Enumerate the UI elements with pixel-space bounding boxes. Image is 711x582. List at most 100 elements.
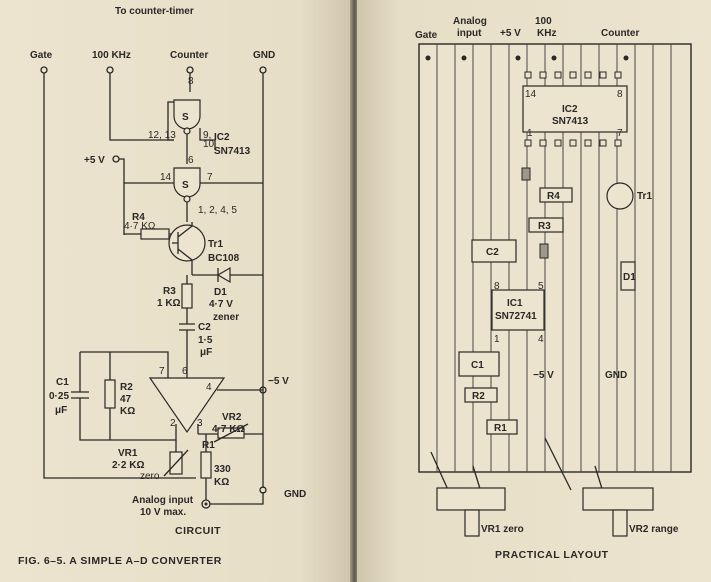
vr2-name: VR2 (222, 412, 242, 423)
opamp-pin-4: 4 (206, 382, 212, 393)
layout-ic2-name: IC2 (562, 104, 578, 115)
vr1-name: VR1 (118, 448, 138, 459)
c2-capacitor (179, 323, 195, 331)
tr1-name: Tr1 (208, 239, 223, 250)
c1-value-1: 0·25 (49, 391, 69, 402)
layout-c2-label: C2 (486, 247, 499, 258)
layout-ic2-pin-7: 7 (617, 128, 623, 139)
figure-caption: FIG. 6–5. A SIMPLE A–D CONVERTER (18, 555, 222, 567)
d1-value: 4·7 V (209, 299, 233, 310)
khz-terminal (106, 66, 114, 74)
layout-analog-label-1: Analog (453, 16, 487, 27)
ic2-nand-b-bubble (183, 195, 191, 203)
layout-tr1 (606, 182, 634, 210)
khz-wire (109, 73, 174, 141)
layout-khz-label-2: KHz (537, 28, 556, 39)
r1-value-2: KΩ (214, 477, 229, 488)
opamp-pin-2: 2 (170, 418, 176, 429)
layout-c2 (471, 239, 517, 263)
layout-d1 (620, 261, 636, 291)
layout-ic1-pin-8: 8 (494, 281, 500, 292)
ic2-pins-1-2-4-5: 1, 2, 4, 5 (198, 205, 237, 216)
layout-r3 (528, 217, 564, 233)
r1-resistor (200, 451, 212, 479)
layout-ic1-pin-5: 5 (538, 281, 544, 292)
vr1-arrow (163, 449, 189, 477)
layout-vr1-pot (436, 487, 506, 511)
pot-flying-leads (430, 437, 604, 493)
plus5-wire (119, 158, 174, 184)
header-pads (425, 55, 629, 61)
ic2-label: IC2 (214, 132, 230, 143)
gnd-bottom-terminal (259, 486, 267, 494)
layout-c1 (458, 351, 500, 377)
layout-ic2-pin-8: 8 (617, 89, 623, 100)
ic2-nand-a-bubble (183, 127, 191, 135)
left-page: To counter-timer Gate 100 KHz Counter GN… (0, 0, 352, 582)
d1-zener (216, 266, 231, 284)
plus5-label: +5 V (84, 155, 105, 166)
r2-value-1: 47 (120, 394, 132, 405)
gnd-top-label: GND (253, 50, 275, 61)
layout-r4 (539, 187, 573, 203)
layout-vr1-shaft (464, 509, 480, 537)
ic2-gate-a-symbol: S (182, 112, 189, 123)
vr1-note: zero (140, 471, 160, 482)
tr1-leads (172, 222, 193, 275)
minus5-terminal (259, 386, 267, 394)
r3-name: R3 (163, 286, 176, 297)
layout-vr2-label: VR2 range (629, 524, 679, 535)
ic2-pin-7: 7 (207, 172, 213, 183)
opamp-pin-3: 3 (197, 418, 203, 429)
ic2-pin-10: 10 (203, 139, 215, 150)
circuit-title: CIRCUIT (175, 525, 221, 537)
ic2-pin-9: 9, (203, 130, 211, 141)
layout-tr1-label: Tr1 (637, 191, 652, 202)
gate-wire (43, 73, 196, 479)
layout-r4-label: R4 (547, 191, 560, 202)
layout-analog-label-2: input (457, 28, 482, 39)
d1-lead-right (217, 268, 263, 282)
analog-input-label: Analog input (132, 495, 194, 506)
layout-link-1 (521, 167, 531, 181)
r1-value-1: 330 (214, 464, 231, 475)
ic2-pin-8: 8 (188, 76, 194, 87)
layout-r3-label: R3 (538, 221, 551, 232)
r3-resistor (181, 283, 193, 309)
d1-name: D1 (214, 287, 227, 298)
opamp-pin7-wire (80, 351, 169, 378)
opamp-pin-6: 6 (182, 366, 188, 377)
layout-ic1-pin-1: 1 (494, 334, 500, 345)
layout-gnd-label: GND (605, 370, 627, 381)
right-page: Gate Analog input +5 V 100 KHz Counter (357, 0, 711, 582)
opamp-pin-7: 7 (159, 366, 165, 377)
vr2-value: 4·7 KΩ (212, 424, 244, 435)
layout-counter-label: Counter (601, 28, 639, 39)
analog-gnd-wire (210, 492, 264, 505)
gnd-bottom-label: GND (284, 489, 306, 500)
layout-ic2-pin-14: 14 (525, 89, 537, 100)
r2-name: R2 (120, 382, 133, 393)
counter-timer-note: To counter-timer (115, 6, 194, 17)
layout-ic1-pin-4: 4 (538, 334, 544, 345)
tr1-part: BC108 (208, 253, 240, 264)
layout-vr1-label: VR1 zero (481, 524, 524, 535)
ic2-pin-14: 14 (160, 172, 172, 183)
analog-input-dot (204, 502, 208, 506)
r4-value: 4·7 KΩ (124, 221, 156, 232)
r3-value: 1 KΩ (157, 298, 181, 309)
khz-label: 100 KHz (92, 50, 131, 61)
r2-value-2: KΩ (120, 406, 135, 417)
layout-r1-label: R1 (494, 423, 507, 434)
layout-c1-label: C1 (471, 360, 484, 371)
layout-plus5-label: +5 V (500, 28, 521, 39)
r1-name: R1 (202, 440, 215, 451)
layout-ic2-part: SN7413 (552, 116, 589, 127)
gate-label: Gate (30, 50, 53, 61)
c1-capacitor (71, 391, 89, 399)
layout-ic1 (491, 289, 545, 331)
c2-name: C2 (198, 322, 211, 333)
vr1-value: 2·2 KΩ (112, 460, 144, 471)
c1-leads (79, 352, 177, 441)
